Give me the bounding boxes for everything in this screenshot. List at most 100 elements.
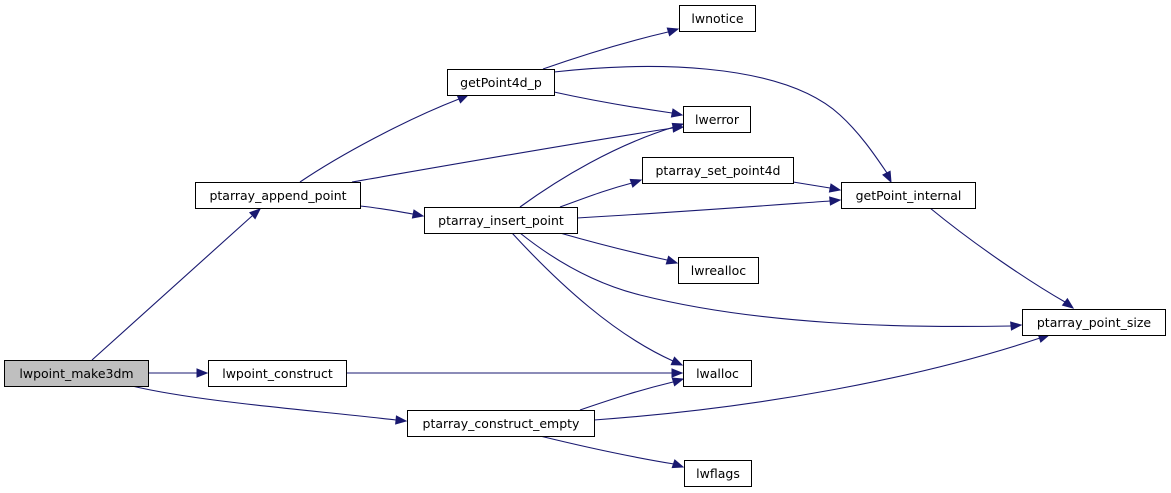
edge-line (299, 98, 460, 183)
node-box[interactable] (424, 207, 578, 234)
node-ptarray_append_point[interactable]: ptarray_append_point (195, 182, 361, 209)
node-box[interactable] (4, 360, 149, 387)
node-label: lwalloc (696, 366, 739, 381)
node-lwnotice[interactable]: lwnotice (679, 5, 756, 32)
edge-arrowhead (1061, 297, 1075, 309)
edge-arrowhead (629, 178, 643, 188)
node-lwerror[interactable]: lwerror (683, 106, 751, 133)
node-label: lwnotice (691, 11, 744, 26)
nodes-layer: lwpoint_make3dm ptarray_append_pointlwpoi… (4, 5, 1166, 487)
edge-lwpoint_make3dm-to-ptarray_construct_empty (131, 385, 408, 425)
edge-line (579, 381, 674, 411)
node-label: lwpoint_construct (222, 366, 333, 381)
node-lwpoint_make3dm[interactable]: lwpoint_make3dm (4, 360, 149, 387)
edge-ptarray_insert_point-to-ptarray_point_size (519, 232, 1023, 331)
edge-arrowhead (456, 94, 470, 104)
node-ptarray_point_size[interactable]: ptarray_point_size (1022, 309, 1166, 336)
edge-ptarray_insert_point-to-lwrealloc (559, 232, 679, 265)
node-label: ptarray_insert_point (438, 213, 564, 228)
edge-line (576, 200, 831, 219)
node-box[interactable] (407, 410, 595, 437)
node-label: ptarray_set_point4d (656, 163, 781, 178)
edge-arrowhead (196, 368, 209, 378)
node-lwpoint_construct[interactable]: lwpoint_construct (208, 360, 347, 387)
edges-layer (91, 27, 1075, 469)
edge-getPoint_internal-to-ptarray_point_size (929, 207, 1075, 309)
edge-line (559, 232, 668, 261)
node-ptarray_construct_empty[interactable]: ptarray_construct_empty (407, 410, 595, 437)
edge-getPoint4d_p-to-lwerror (553, 91, 684, 118)
edge-line (519, 126, 675, 208)
edge-line (519, 232, 1012, 328)
edge-arrowhead (882, 170, 892, 184)
node-getPoint_internal[interactable]: getPoint_internal (841, 182, 976, 209)
node-box[interactable] (683, 106, 751, 133)
node-lwflags[interactable]: lwflags (684, 460, 752, 487)
node-label: getPoint4d_p (460, 75, 542, 90)
edge-line (131, 385, 397, 421)
edge-arrowhead (829, 196, 842, 206)
edge-arrowhead (395, 415, 408, 425)
node-label: getPoint_internal (856, 188, 962, 203)
node-box[interactable] (447, 69, 555, 96)
edge-line (553, 91, 673, 114)
node-box[interactable] (1022, 309, 1166, 336)
node-box[interactable] (683, 360, 752, 387)
edge-line (929, 207, 1066, 303)
edge-line (351, 127, 674, 183)
node-label: ptarray_construct_empty (423, 416, 581, 431)
edge-line (539, 435, 675, 465)
edge-lwpoint_construct-to-lwalloc (346, 368, 684, 378)
node-label: lwflags (696, 466, 740, 481)
edge-getPoint4d_p-to-lwnotice (542, 27, 680, 70)
edge-ptarray_construct_empty-to-lwflags (539, 435, 685, 469)
edge-arrowhead (1010, 321, 1023, 331)
node-box[interactable] (195, 182, 361, 209)
edge-line (511, 232, 674, 362)
edge-line (91, 215, 253, 361)
node-label: ptarray_append_point (209, 188, 346, 203)
node-label: lwrealloc (691, 263, 747, 278)
node-label: lwerror (695, 112, 740, 127)
node-ptarray_set_point4d[interactable]: ptarray_set_point4d (642, 157, 794, 184)
edge-arrowhead (671, 122, 685, 132)
edge-line (559, 182, 633, 208)
edge-line (593, 337, 1041, 421)
node-lwrealloc[interactable]: lwrealloc (678, 257, 759, 284)
edge-ptarray_set_point4d-to-getPoint_internal (792, 181, 842, 193)
node-box[interactable] (678, 257, 759, 284)
edge-arrowhead (248, 208, 262, 220)
node-box[interactable] (841, 182, 976, 209)
edge-arrowhead (670, 356, 684, 366)
edge-lwpoint_make3dm-to-lwpoint_construct (148, 368, 209, 378)
edge-arrowhead (411, 209, 425, 219)
edge-line (792, 181, 831, 189)
edge-arrowhead (671, 368, 684, 378)
edge-ptarray_insert_point-to-lwalloc (511, 232, 684, 366)
edge-ptarray_insert_point-to-getPoint_internal (576, 196, 842, 219)
edge-arrowhead (666, 27, 680, 37)
edge-lwpoint_make3dm-to-ptarray_append_point (91, 208, 262, 361)
node-box[interactable] (679, 5, 756, 32)
node-ptarray_insert_point[interactable]: ptarray_insert_point (424, 207, 578, 234)
node-label: ptarray_point_size (1037, 315, 1152, 330)
node-box[interactable] (642, 157, 794, 184)
edge-line (359, 205, 414, 215)
edge-ptarray_insert_point-to-lwerror (519, 122, 685, 208)
node-getPoint4d_p[interactable]: getPoint4d_p (447, 69, 555, 96)
edge-arrowhead (670, 108, 684, 118)
edge-ptarray_append_point-to-getPoint4d_p (299, 94, 470, 183)
edge-arrowhead (828, 183, 842, 193)
edge-ptarray_insert_point-to-ptarray_set_point4d (559, 178, 643, 208)
edge-arrowhead (671, 459, 685, 469)
node-box[interactable] (684, 460, 752, 487)
edge-arrowhead (671, 377, 685, 387)
node-lwalloc[interactable]: lwalloc (683, 360, 752, 387)
edge-ptarray_construct_empty-to-lwalloc (579, 377, 685, 411)
node-label: lwpoint_make3dm (19, 366, 133, 381)
node-box[interactable] (208, 360, 347, 387)
edge-ptarray_append_point-to-ptarray_insert_point (359, 205, 425, 219)
edge-line (542, 31, 669, 70)
edge-ptarray_construct_empty-to-ptarray_point_size (593, 333, 1051, 421)
